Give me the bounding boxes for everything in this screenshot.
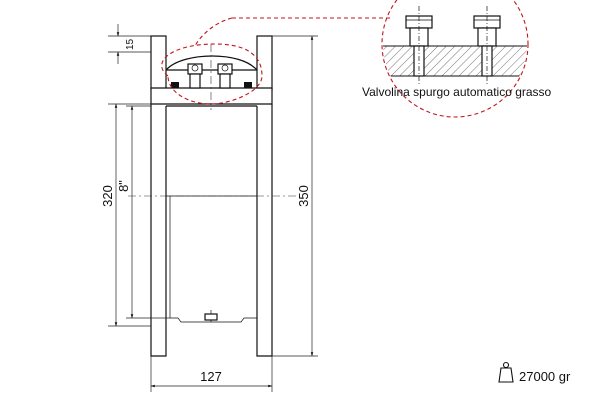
dimension-flange-height: 350 bbox=[272, 35, 318, 357]
dim-8in-label: 8" bbox=[116, 180, 131, 192]
dimension-bore: 8" bbox=[116, 105, 170, 319]
dimension-top-thickness: 15 bbox=[108, 24, 151, 64]
weight-icon bbox=[498, 361, 514, 383]
grease-valve-left bbox=[187, 63, 203, 89]
detail-zoom: Valvolina spurgo automatico grasso bbox=[362, 6, 552, 99]
detail-callout bbox=[161, 0, 529, 118]
dim-320-label: 320 bbox=[100, 185, 115, 207]
weight-value: 27000 gr bbox=[519, 369, 571, 384]
seal-right bbox=[244, 82, 252, 88]
callout-label: Valvolina spurgo automatico grasso bbox=[362, 85, 552, 99]
dim-350-label: 350 bbox=[296, 185, 311, 207]
left-top-flange bbox=[150, 35, 167, 91]
dimension-outer-height: 320 bbox=[100, 103, 151, 327]
valve-body-drawing bbox=[128, 35, 296, 357]
dim-127-label: 127 bbox=[200, 369, 222, 384]
grease-valve-right bbox=[217, 63, 233, 89]
dimension-width: 127 bbox=[150, 356, 273, 392]
seal-left bbox=[171, 82, 179, 88]
dim-15-label: 15 bbox=[125, 38, 136, 50]
bore-outline bbox=[166, 195, 257, 323]
drain-plug bbox=[204, 310, 218, 322]
weight-indicator: 27000 gr bbox=[498, 361, 571, 384]
right-top-flange bbox=[256, 35, 273, 91]
